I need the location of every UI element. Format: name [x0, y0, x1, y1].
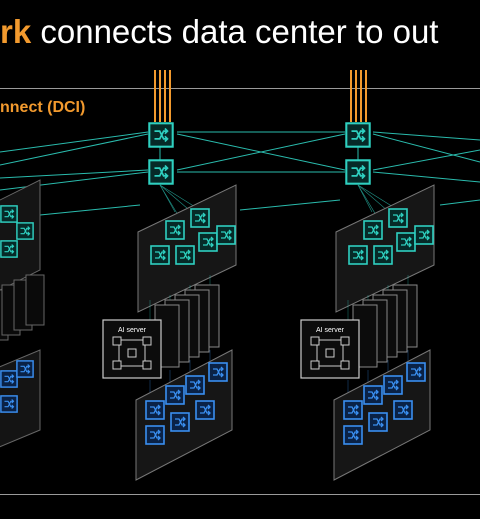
ai-server-label: AI server: [118, 327, 147, 334]
switch-icon: [345, 159, 371, 185]
ai-server-label: AI server: [316, 327, 345, 334]
title-text: connects data center to out: [31, 13, 439, 50]
top-divider: [0, 88, 480, 89]
ai-server-icon: AI server: [102, 319, 162, 379]
cluster-left: [0, 179, 45, 448]
switch-icon: [148, 159, 174, 185]
ai-server-icon: AI server: [300, 319, 360, 379]
slide-title: rk connects data center to out: [0, 12, 480, 58]
switch-icon: [345, 122, 371, 148]
switch-icon: [148, 122, 174, 148]
fiber-link-icon: [154, 70, 367, 122]
cluster-right: AI server: [300, 184, 435, 481]
cluster-middle: AI server: [102, 184, 237, 481]
dci-links: [0, 131, 480, 216]
dci-section-label: nnect (DCI): [0, 99, 86, 116]
bottom-divider: [0, 494, 480, 495]
title-highlight: rk: [0, 13, 32, 50]
